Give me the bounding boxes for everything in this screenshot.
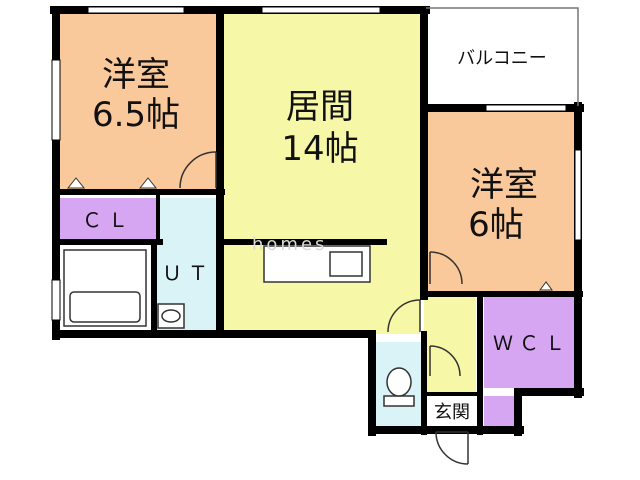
balcony-label: バルコニー xyxy=(457,48,547,69)
western-room-1-name: 洋室 xyxy=(102,55,170,95)
living-room-area xyxy=(222,14,420,334)
western-room-2-area xyxy=(426,112,576,292)
entrance-area xyxy=(424,396,476,426)
closet-area xyxy=(60,198,160,240)
western-room-2-name: 洋室 xyxy=(470,165,538,205)
balcony-railing xyxy=(426,7,579,106)
bathtub xyxy=(63,249,147,327)
washbasin xyxy=(157,303,185,329)
living-room-name: 居間 xyxy=(286,87,354,127)
western-room-2-size: 6帖 xyxy=(468,205,524,245)
walk-in-closet-area xyxy=(484,296,576,388)
watermark-text: homes xyxy=(252,234,327,255)
kitchen-counter xyxy=(263,245,371,283)
walk-in-closet-label: ＷＣＬ xyxy=(493,331,571,355)
entrance-label: 玄関 xyxy=(434,402,470,423)
western-room-1-size: 6.5帖 xyxy=(92,95,180,135)
closet-door-marks xyxy=(66,177,553,291)
utility-label: ＵＴ xyxy=(162,261,214,285)
western-room-1-area xyxy=(60,14,222,190)
toilet xyxy=(383,367,415,407)
door-swings xyxy=(179,151,469,465)
closet-label: ＣＬ xyxy=(82,208,134,232)
hallway-area xyxy=(424,294,476,392)
balcony-area xyxy=(426,8,576,104)
windows xyxy=(51,6,582,321)
living-room-size: 14帖 xyxy=(281,129,358,169)
entrance-shelf xyxy=(484,396,514,426)
